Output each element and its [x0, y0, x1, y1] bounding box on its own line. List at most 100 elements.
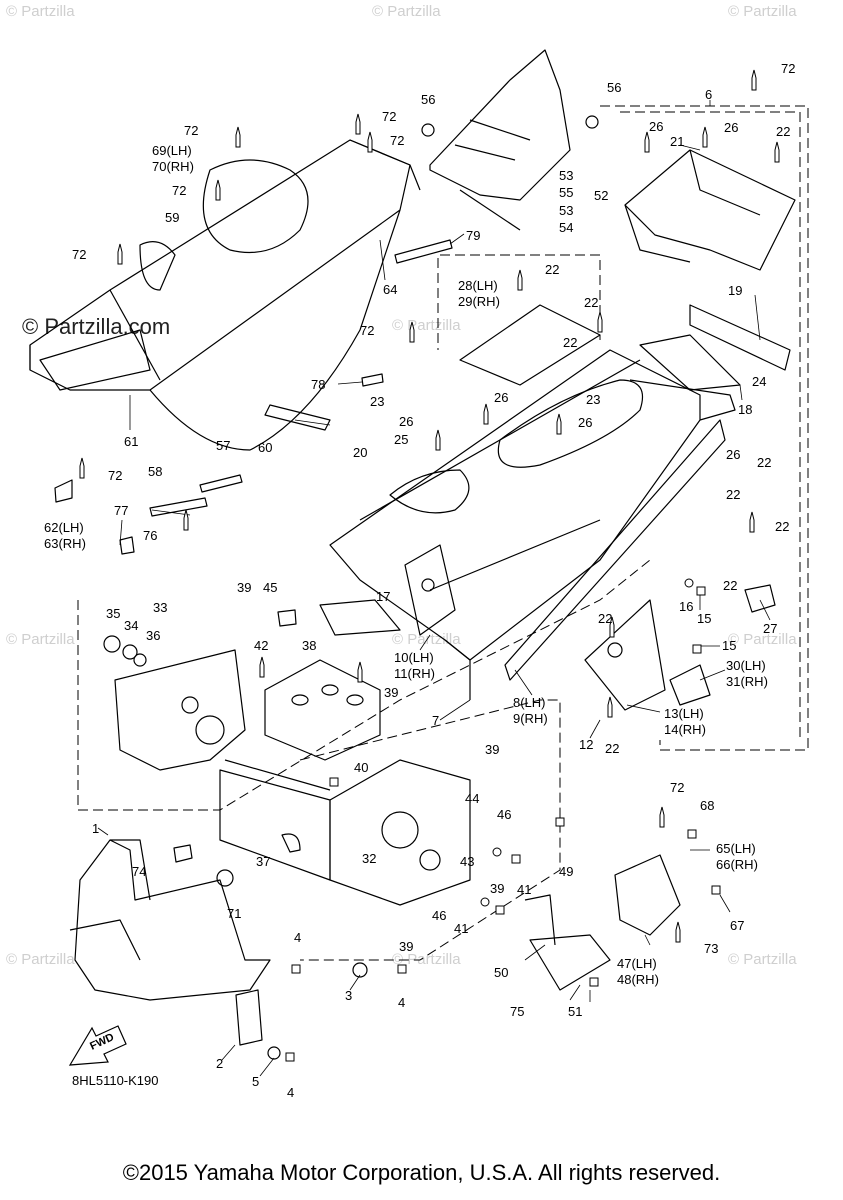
bracket-2	[235, 989, 263, 1046]
callout-66: 66(RH)	[716, 857, 758, 872]
callout-39: 39	[384, 685, 398, 700]
screw-22	[749, 511, 755, 533]
callout-72: 72	[360, 323, 374, 338]
washer-46	[480, 897, 490, 907]
callout-79: 79	[466, 228, 480, 243]
callout-41: 41	[517, 882, 531, 897]
callout-33: 33	[153, 600, 167, 615]
screw-72	[367, 131, 373, 153]
callout-60: 60	[258, 440, 272, 455]
center-plate	[264, 659, 381, 761]
callout-46: 46	[497, 807, 511, 822]
callout-26: 26	[726, 447, 740, 462]
bolt-49	[555, 817, 565, 827]
part-77	[119, 536, 135, 555]
plate-28-29	[459, 304, 601, 386]
front-frame	[69, 839, 271, 1001]
callout-32: 32	[362, 851, 376, 866]
callout-22: 22	[723, 578, 737, 593]
callout-22: 22	[776, 124, 790, 139]
part-37	[281, 833, 301, 853]
screw-72	[215, 179, 221, 201]
bracket-30-31	[669, 664, 711, 706]
callout-22: 22	[757, 455, 771, 470]
part-5	[267, 1046, 281, 1060]
callout-57: 57	[216, 438, 230, 453]
group-outlines	[77, 105, 809, 961]
callout-72: 72	[72, 247, 86, 262]
line-art	[29, 49, 796, 1060]
callout-70: 70(RH)	[152, 159, 194, 174]
callout-62: 62(LH)	[44, 520, 84, 535]
callout-5: 5	[252, 1074, 259, 1089]
callout-29: 29(RH)	[458, 294, 500, 309]
callout-61: 61	[124, 434, 138, 449]
screw-72	[409, 321, 415, 343]
callout-45: 45	[263, 580, 277, 595]
callout-39: 39	[490, 881, 504, 896]
callout-43: 43	[460, 854, 474, 869]
callout-63: 63(RH)	[44, 536, 86, 551]
callout-67: 67	[730, 918, 744, 933]
callout-22: 22	[563, 335, 577, 350]
strip-79	[394, 239, 453, 264]
part-71	[216, 869, 234, 887]
callout-26: 26	[724, 120, 738, 135]
callout-7: 7	[432, 713, 439, 728]
callout-53: 53	[559, 203, 573, 218]
callout-72: 72	[108, 468, 122, 483]
bolt-15	[696, 586, 706, 596]
screw-26	[556, 413, 562, 435]
callout-23: 23	[370, 394, 384, 409]
diagram-code: 8HL5110-K190	[72, 1073, 159, 1088]
callout-28: 28(LH)	[458, 278, 498, 293]
callout-14: 14(RH)	[664, 722, 706, 737]
callout-38: 38	[302, 638, 316, 653]
callout-52: 52	[594, 188, 608, 203]
main-tunnel	[329, 349, 736, 700]
part-34	[122, 644, 138, 660]
screw-26	[435, 429, 441, 451]
callout-73: 73	[704, 941, 718, 956]
callout-18: 18	[738, 402, 752, 417]
callout-15: 15	[722, 638, 736, 653]
callout-72: 72	[390, 133, 404, 148]
callout-8: 8(LH)	[513, 695, 546, 710]
callout-4: 4	[294, 930, 301, 945]
screw-72	[117, 243, 123, 265]
callout-3: 3	[345, 988, 352, 1003]
callout-69: 69(LH)	[152, 143, 192, 158]
callout-42: 42	[254, 638, 268, 653]
rear-seat-frame	[429, 49, 571, 231]
group-box-7	[77, 559, 651, 811]
screw-73	[675, 921, 681, 943]
callout-35: 35	[106, 606, 120, 621]
callout-64: 64	[383, 282, 397, 297]
callout-2: 2	[216, 1056, 223, 1071]
bracket-10-11	[404, 544, 456, 636]
bolt-40	[329, 777, 339, 787]
callout-22: 22	[545, 262, 559, 277]
left-side-plate	[114, 649, 246, 771]
callout-22: 22	[605, 741, 619, 756]
callout-22: 22	[598, 611, 612, 626]
watermark-corner: © Partzilla	[6, 3, 75, 20]
group-box-6	[600, 105, 809, 751]
callout-56: 56	[607, 80, 621, 95]
screw-22	[609, 616, 615, 638]
callout-75: 75	[510, 1004, 524, 1019]
screw-42	[259, 656, 265, 678]
strip-58	[149, 497, 208, 517]
callout-68: 68	[700, 798, 714, 813]
watermark-main: © Partzilla.com	[22, 314, 170, 339]
callout-78: 78	[311, 377, 325, 392]
callout-10: 10(LH)	[394, 650, 434, 665]
callouts: 1 2 3 4 4 4 5 6 7 8(LH) 9(RH) 10(LH) 11(…	[44, 61, 795, 1100]
bolt-41	[495, 905, 505, 915]
plate-75	[524, 894, 611, 991]
callout-36: 36	[146, 628, 160, 643]
callout-49: 49	[559, 864, 573, 879]
callout-74: 74	[132, 864, 146, 879]
callout-54: 54	[559, 220, 573, 235]
callout-26: 26	[578, 415, 592, 430]
